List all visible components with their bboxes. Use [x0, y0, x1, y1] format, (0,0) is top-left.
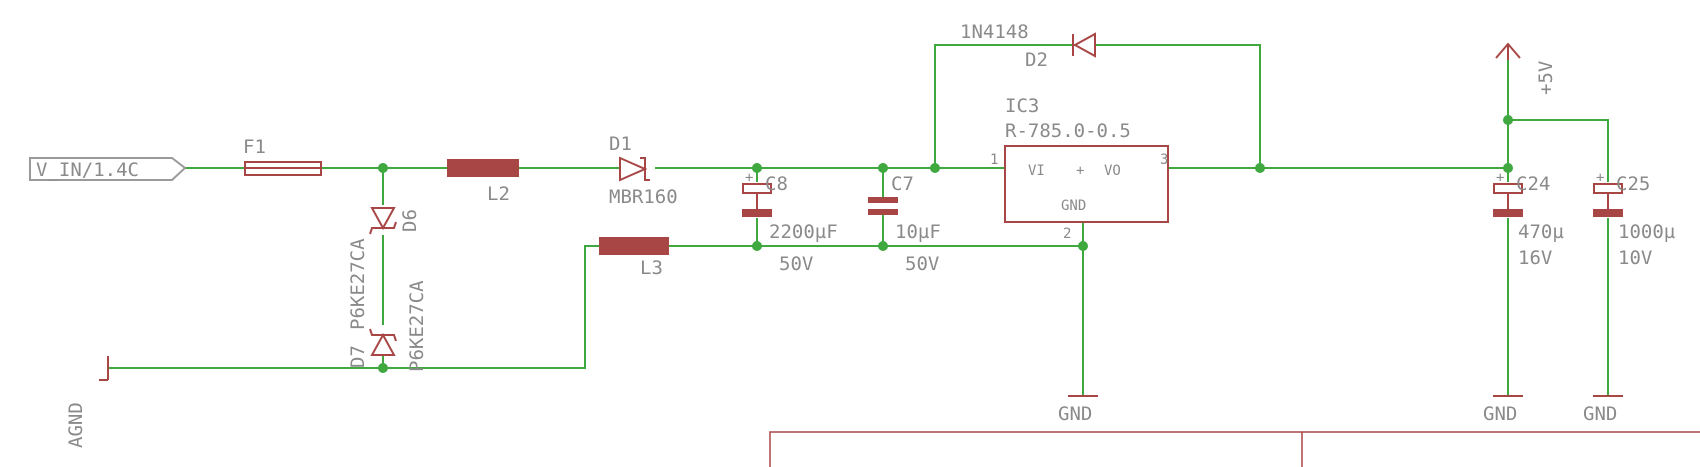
fuse-ref: F1 [243, 136, 266, 158]
junction-c7 [878, 163, 888, 173]
junction-tvs [378, 163, 388, 173]
wires [108, 44, 1609, 395]
cap-c7[interactable]: C7 10µF 50V [868, 173, 941, 275]
junction-reg-gnd [1078, 241, 1088, 251]
junction-c25 [1503, 115, 1513, 125]
diode-d1-ref: D1 [609, 133, 632, 155]
supply-5v-label: +5V [1535, 61, 1557, 95]
inductor-l2[interactable]: L2 [447, 159, 519, 205]
regulator-ref: IC3 [1005, 95, 1039, 117]
diode-d1-icon [619, 156, 648, 182]
wire-d2-bypass-right [1095, 44, 1261, 168]
gnd-c25-label: GND [1583, 403, 1617, 425]
cap-c25-voltage: 10V [1618, 247, 1652, 269]
inductor-l3[interactable]: L3 [599, 237, 669, 279]
input-port-icon [29, 157, 187, 181]
inductor-l3-icon [599, 237, 669, 255]
gnd-c25[interactable]: GND [1583, 395, 1623, 425]
cap-c8[interactable]: + C8 2200µF 50V [742, 170, 838, 275]
cap-c7-icon [868, 197, 898, 203]
tvs-d6-icon [370, 207, 396, 231]
cap-c7-ref: C7 [891, 173, 914, 195]
input-port[interactable]: V_IN/1.4C [29, 157, 187, 181]
junction-d2-right [1255, 163, 1265, 173]
diode-d2-icon [1072, 32, 1096, 58]
wire-agnd-return [108, 245, 600, 369]
cap-c24-plus: + [1496, 170, 1504, 186]
gnd-c24[interactable]: GND [1483, 395, 1523, 425]
junction-c8-gnd [752, 241, 762, 251]
wire-c25 [1508, 119, 1609, 182]
diode-d1-value: MBR160 [609, 186, 678, 208]
junction-d2-left [930, 163, 940, 173]
cap-c24-voltage: 16V [1518, 247, 1552, 269]
inductor-l2-icon [447, 159, 519, 177]
diode-d1[interactable]: D1 MBR160 [609, 133, 678, 208]
cap-c25-value: 1000µ [1618, 221, 1675, 243]
diode-d2-value: 1N4148 [960, 21, 1029, 43]
cap-c24-value: 470µ [1518, 221, 1564, 243]
supply-5v[interactable]: +5V [1495, 42, 1557, 95]
regulator-plus: + [1076, 163, 1084, 179]
diode-d2-ref: D2 [1025, 49, 1048, 71]
tvs-d6-value: P6KE27CA [406, 280, 428, 372]
cap-c8-value: 2200µF [769, 221, 838, 243]
cap-c24[interactable]: + C24 470µ 16V [1493, 170, 1564, 269]
cap-c8-plus: + [745, 170, 753, 186]
cap-c7-voltage: 50V [905, 253, 939, 275]
inductor-l2-ref: L2 [487, 183, 510, 205]
cap-c25-plus: + [1596, 170, 1604, 186]
input-port-label: V_IN/1.4C [36, 159, 139, 181]
regulator-pin-vi: VI [1028, 163, 1045, 179]
agnd-symbol[interactable]: AGND [65, 356, 109, 448]
gnd-reg[interactable]: GND [1058, 395, 1098, 425]
junction-agnd [378, 363, 388, 373]
junction-c8 [752, 163, 762, 173]
cap-c7-value: 10µF [895, 221, 941, 243]
cap-c25[interactable]: + C25 1000µ 10V [1593, 170, 1675, 269]
inductor-l3-ref: L3 [640, 257, 663, 279]
regulator-ic3[interactable]: IC3 R-785.0-0.5 1 3 2 VI + VO GND [990, 95, 1169, 242]
cap-c8-ref: C8 [765, 173, 788, 195]
gnd-reg-label: GND [1058, 403, 1092, 425]
regulator-pin1: 1 [990, 152, 998, 168]
junctions [378, 115, 1513, 373]
cap-c8-voltage: 50V [779, 253, 813, 275]
agnd-label: AGND [65, 402, 87, 448]
tvs-d7[interactable]: D7 P6KE27CA [347, 238, 397, 368]
sheet-frame [769, 431, 1700, 467]
cap-c25-ref: C25 [1616, 173, 1650, 195]
junction-c7-gnd [878, 241, 888, 251]
junction-c24 [1503, 163, 1513, 173]
regulator-pin3: 3 [1160, 152, 1168, 168]
cap-c24-ref: C24 [1516, 173, 1550, 195]
tvs-d7-value: P6KE27CA [347, 238, 369, 330]
regulator-pin-vo: VO [1104, 163, 1121, 179]
diode-d2[interactable]: 1N4148 D2 [960, 21, 1096, 71]
regulator-value: R-785.0-0.5 [1005, 120, 1131, 142]
gnd-c24-label: GND [1483, 403, 1517, 425]
regulator-body [1004, 145, 1169, 223]
wire-d2-bypass [934, 44, 1075, 168]
fuse-f1[interactable]: F1 [243, 136, 322, 176]
tvs-d7-icon [370, 332, 396, 356]
tvs-d6[interactable]: P6KE27CA D6 D6 [369, 207, 428, 372]
regulator-pin2: 2 [1063, 226, 1071, 242]
regulator-pin-gnd: GND [1061, 198, 1086, 214]
tvs-d6-ref-visible: D6 [399, 209, 421, 232]
tvs-d7-ref: D7 [347, 345, 369, 368]
